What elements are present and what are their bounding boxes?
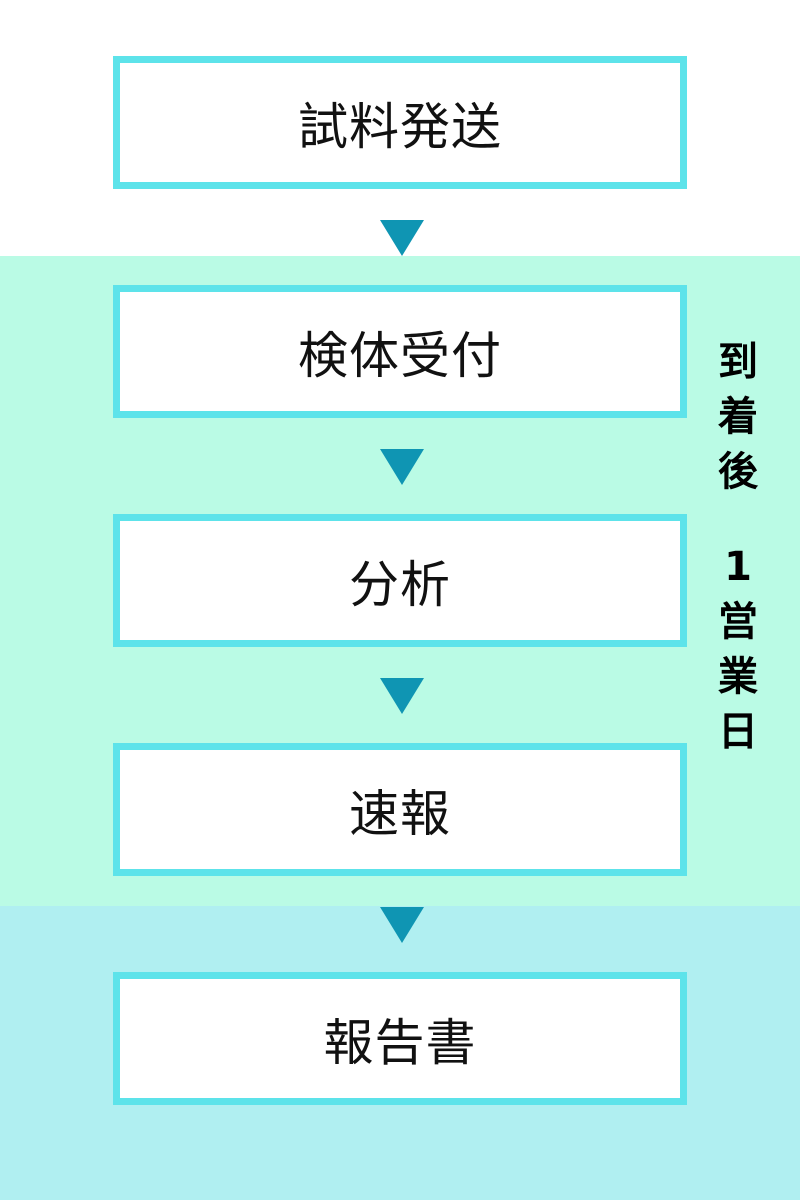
arrow-down-icon <box>380 449 424 485</box>
step-label: 報告書 <box>323 1013 477 1072</box>
side-note-one-business-day: 到 着 後 1 営 業 日 <box>710 335 766 855</box>
step-sample-shipment: 試料発送 <box>113 56 687 189</box>
side-note-char: 1 <box>724 544 752 590</box>
side-note-char: 日 <box>718 709 758 755</box>
step-final-report: 報告書 <box>113 972 687 1105</box>
side-note-char: 着 <box>718 394 758 440</box>
arrow-down-icon <box>380 220 424 256</box>
step-label: 試料発送 <box>298 97 502 156</box>
side-note-char: 業 <box>718 654 758 700</box>
side-note-char: 到 <box>718 339 758 385</box>
step-label: 検体受付 <box>298 326 502 385</box>
step-preliminary-report: 速報 <box>113 743 687 876</box>
side-note-char: 営 <box>718 599 758 645</box>
step-analysis: 分析 <box>113 514 687 647</box>
arrow-down-icon <box>380 678 424 714</box>
step-specimen-reception: 検体受付 <box>113 285 687 418</box>
side-note-char: 後 <box>718 449 758 495</box>
arrow-down-icon <box>380 907 424 943</box>
step-label: 速報 <box>349 784 451 843</box>
step-label: 分析 <box>349 555 451 614</box>
